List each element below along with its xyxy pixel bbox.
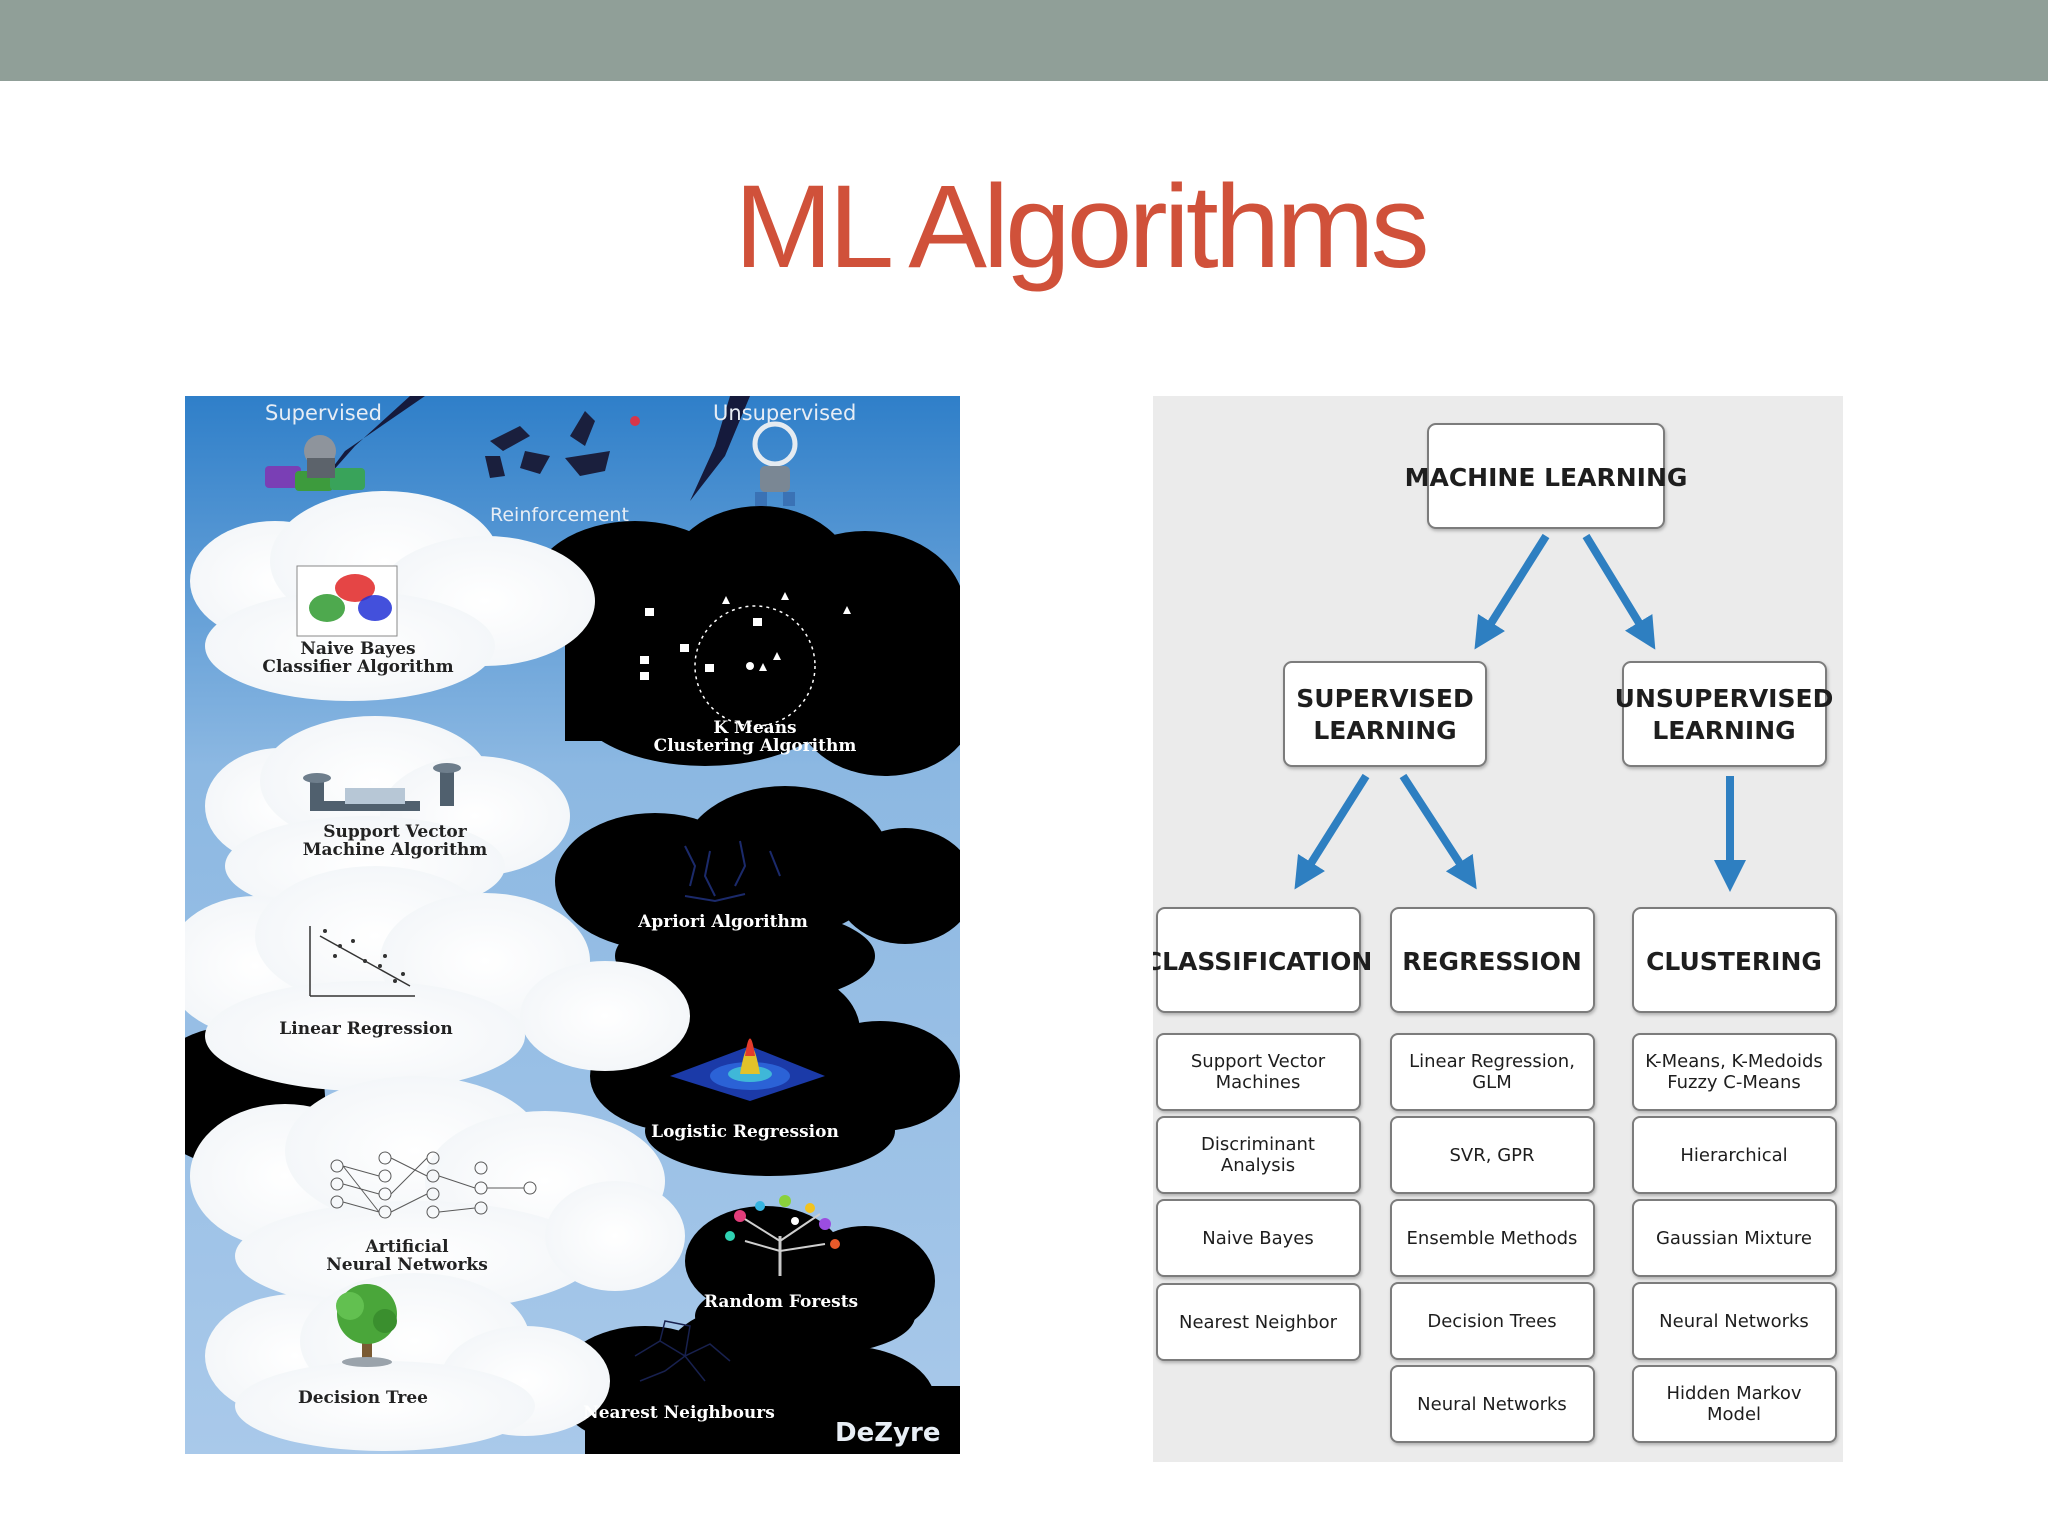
clustering-label: CLUSTERING: [1646, 947, 1822, 976]
unsupervised-label-line1: UNSUPERVISED: [1615, 684, 1834, 713]
naive-bayes-label-line2: Classifier Algorithm: [262, 657, 453, 677]
item-kmeans-line1: K-Means, K-Medoids: [1645, 1051, 1823, 1072]
item-discriminant-analysis-line2: Analysis: [1221, 1155, 1295, 1176]
item-svr-gpr: SVR, GPR: [1450, 1145, 1535, 1166]
unsupervised-learning-node: UNSUPERVISED LEARNING: [1615, 661, 1834, 767]
item-kmeans-line2: Fuzzy C-Means: [1667, 1072, 1801, 1093]
random-forests-label: Random Forests: [704, 1292, 858, 1312]
item-neural-networks-regression: Neural Networks: [1417, 1394, 1567, 1415]
linear-regression-label: Linear Regression: [279, 1019, 452, 1039]
supervised-label-line2: LEARNING: [1313, 716, 1456, 745]
regression-items: Linear Regression, GLM SVR, GPR Ensemble…: [1390, 1033, 1595, 1443]
supervised-heading: Supervised: [265, 401, 382, 425]
item-discriminant-analysis-line1: Discriminant: [1201, 1134, 1315, 1155]
regression-node: REGRESSION: [1390, 907, 1595, 1013]
ml-taxonomy-diagram: MACHINE LEARNING SUPERVISED LEARNING UNS…: [1153, 396, 1843, 1462]
unsupervised-label-line2: LEARNING: [1652, 716, 1795, 745]
apriori-label: Apriori Algorithm: [637, 912, 808, 932]
classification-node: CLASSIFICATION: [1153, 907, 1372, 1013]
naive-bayes-scatter-icon: [296, 565, 398, 637]
black-clouds: [185, 506, 960, 1454]
unsupervised-beam: [690, 396, 750, 501]
item-support-vector-machines-line2: Machines: [1216, 1072, 1301, 1093]
svm-label-line1: Support Vector: [323, 822, 467, 842]
tree-arrows: [1294, 533, 1746, 892]
item-hierarchical: Hierarchical: [1680, 1145, 1787, 1166]
supervised-learning-node: SUPERVISED LEARNING: [1283, 661, 1487, 767]
machine-learning-node: MACHINE LEARNING: [1405, 423, 1688, 529]
ann-label-line2: Neural Networks: [326, 1255, 488, 1275]
svm-pipeline-icon: [303, 763, 461, 811]
taxonomy-canvas: MACHINE LEARNING SUPERVISED LEARNING UNS…: [1153, 423, 1837, 1443]
supervised-label-line1: SUPERVISED: [1296, 684, 1473, 713]
arrow-supervised-to-regression: [1399, 773, 1477, 890]
item-hidden-markov-line1: Hidden Markov: [1667, 1383, 1802, 1404]
item-neural-networks-clustering: Neural Networks: [1659, 1311, 1809, 1332]
kmeans-cluster-icon: [640, 592, 851, 727]
neural-network-diagram-icon: [330, 1151, 537, 1219]
reinforcement-heading: Reinforcement: [490, 504, 629, 526]
reinforcement-puzzle-icon: [485, 411, 640, 478]
item-linear-regression-line2: GLM: [1472, 1072, 1512, 1093]
clustering-node: CLUSTERING: [1632, 907, 1837, 1013]
kmeans-label-line2: Clustering Algorithm: [654, 736, 857, 756]
arrow-root-to-unsupervised: [1582, 533, 1656, 650]
robot-supervised-icon: [265, 435, 365, 491]
slide-title: ML Algorithms: [734, 161, 1429, 293]
logistic-regression-peak-icon: [670, 1038, 825, 1101]
item-ensemble-methods: Ensemble Methods: [1407, 1228, 1578, 1249]
apriori-lines-icon: [684, 840, 781, 903]
item-nearest-neighbor: Nearest Neighbor: [1179, 1312, 1338, 1333]
clustering-items: K-Means, K-Medoids Fuzzy C-Means Hierarc…: [1632, 1033, 1837, 1443]
infographic-canvas: Supervised Unsupervised Reinforcement: [185, 396, 960, 1454]
arrow-supervised-to-classification: [1294, 773, 1370, 890]
machine-learning-label: MACHINE LEARNING: [1405, 463, 1688, 492]
naive-bayes-label-line1: Naive Bayes: [300, 639, 415, 659]
svm-label-line2: Machine Algorithm: [303, 840, 488, 860]
classification-items: Support Vector Machines Discriminant Ana…: [1156, 1033, 1361, 1361]
item-hidden-markov-line2: Model: [1707, 1404, 1761, 1425]
classification-label: CLASSIFICATION: [1153, 947, 1372, 976]
item-linear-regression-line1: Linear Regression,: [1409, 1051, 1575, 1072]
random-forest-tree-icon: [725, 1195, 840, 1276]
top-banner: [0, 0, 2048, 81]
regression-label: REGRESSION: [1402, 947, 1582, 976]
item-gaussian-mixture: Gaussian Mixture: [1656, 1228, 1812, 1249]
nearest-neighbours-label: Nearest Neighbours: [583, 1403, 775, 1423]
ann-label-line1: Artificial: [364, 1237, 449, 1257]
linear-regression-plot-icon: [309, 926, 415, 997]
item-naive-bayes: Naive Bayes: [1202, 1228, 1313, 1249]
white-clouds: [185, 491, 690, 1451]
decision-tree-label: Decision Tree: [298, 1388, 428, 1408]
kmeans-label-line1: K Means: [713, 718, 796, 738]
dezyre-logo: DeZyre: [835, 1418, 940, 1448]
decision-tree-icon: [336, 1284, 397, 1367]
item-support-vector-machines-line1: Support Vector: [1191, 1051, 1326, 1072]
arrow-root-to-supervised: [1474, 533, 1550, 650]
nearest-neighbour-graph-icon: [634, 1320, 731, 1382]
item-decision-trees: Decision Trees: [1427, 1311, 1556, 1332]
ml-algorithms-infographic: Supervised Unsupervised Reinforcement: [185, 396, 960, 1454]
unsupervised-heading: Unsupervised: [713, 401, 856, 425]
logistic-regression-label: Logistic Regression: [651, 1122, 839, 1142]
robot-unsupervised-icon: [752, 421, 798, 506]
